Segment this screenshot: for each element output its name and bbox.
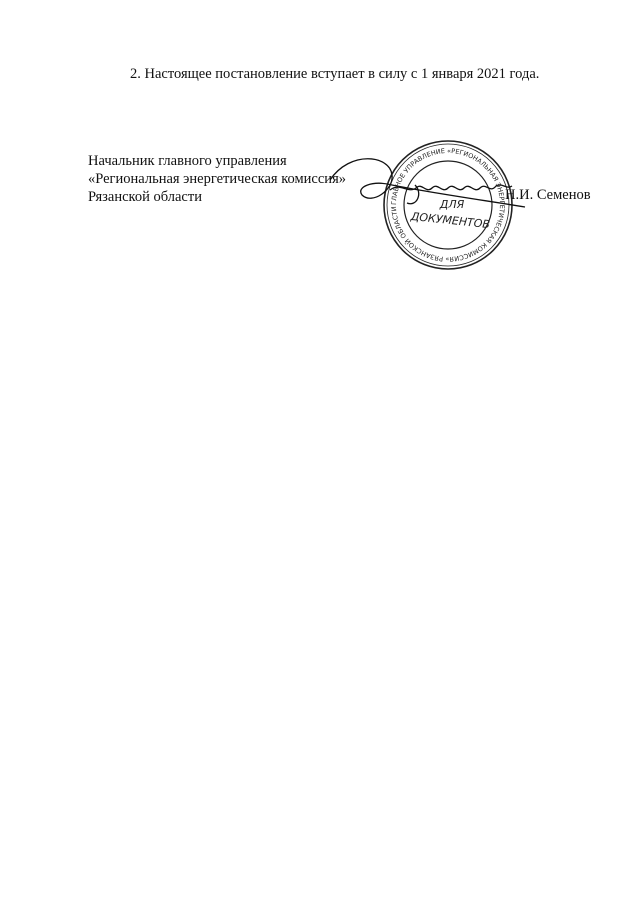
stamp-center-text-1: ДЛЯ	[439, 198, 465, 211]
signatory-title-line: Начальник главного управления	[88, 153, 287, 169]
signatory-name: Н.И. Семенов	[505, 187, 591, 203]
signatory-title-line: «Региональная энергетическая комиссия»	[88, 171, 346, 187]
signatory-title: Начальник главного управления «Региональ…	[88, 152, 346, 206]
signatory-title-line: Рязанской области	[88, 189, 202, 205]
handwritten-signature	[329, 158, 526, 208]
paragraph-2: 2. Настоящее постановление вступает в си…	[130, 66, 540, 82]
official-stamp: ГЛАВНОЕ УПРАВЛЕНИЕ «РЕГИОНАЛЬНАЯ ЭНЕРГЕТ…	[0, 0, 513, 270]
stamp-center-text-2: ДОКУМЕНТОВ	[409, 210, 490, 231]
